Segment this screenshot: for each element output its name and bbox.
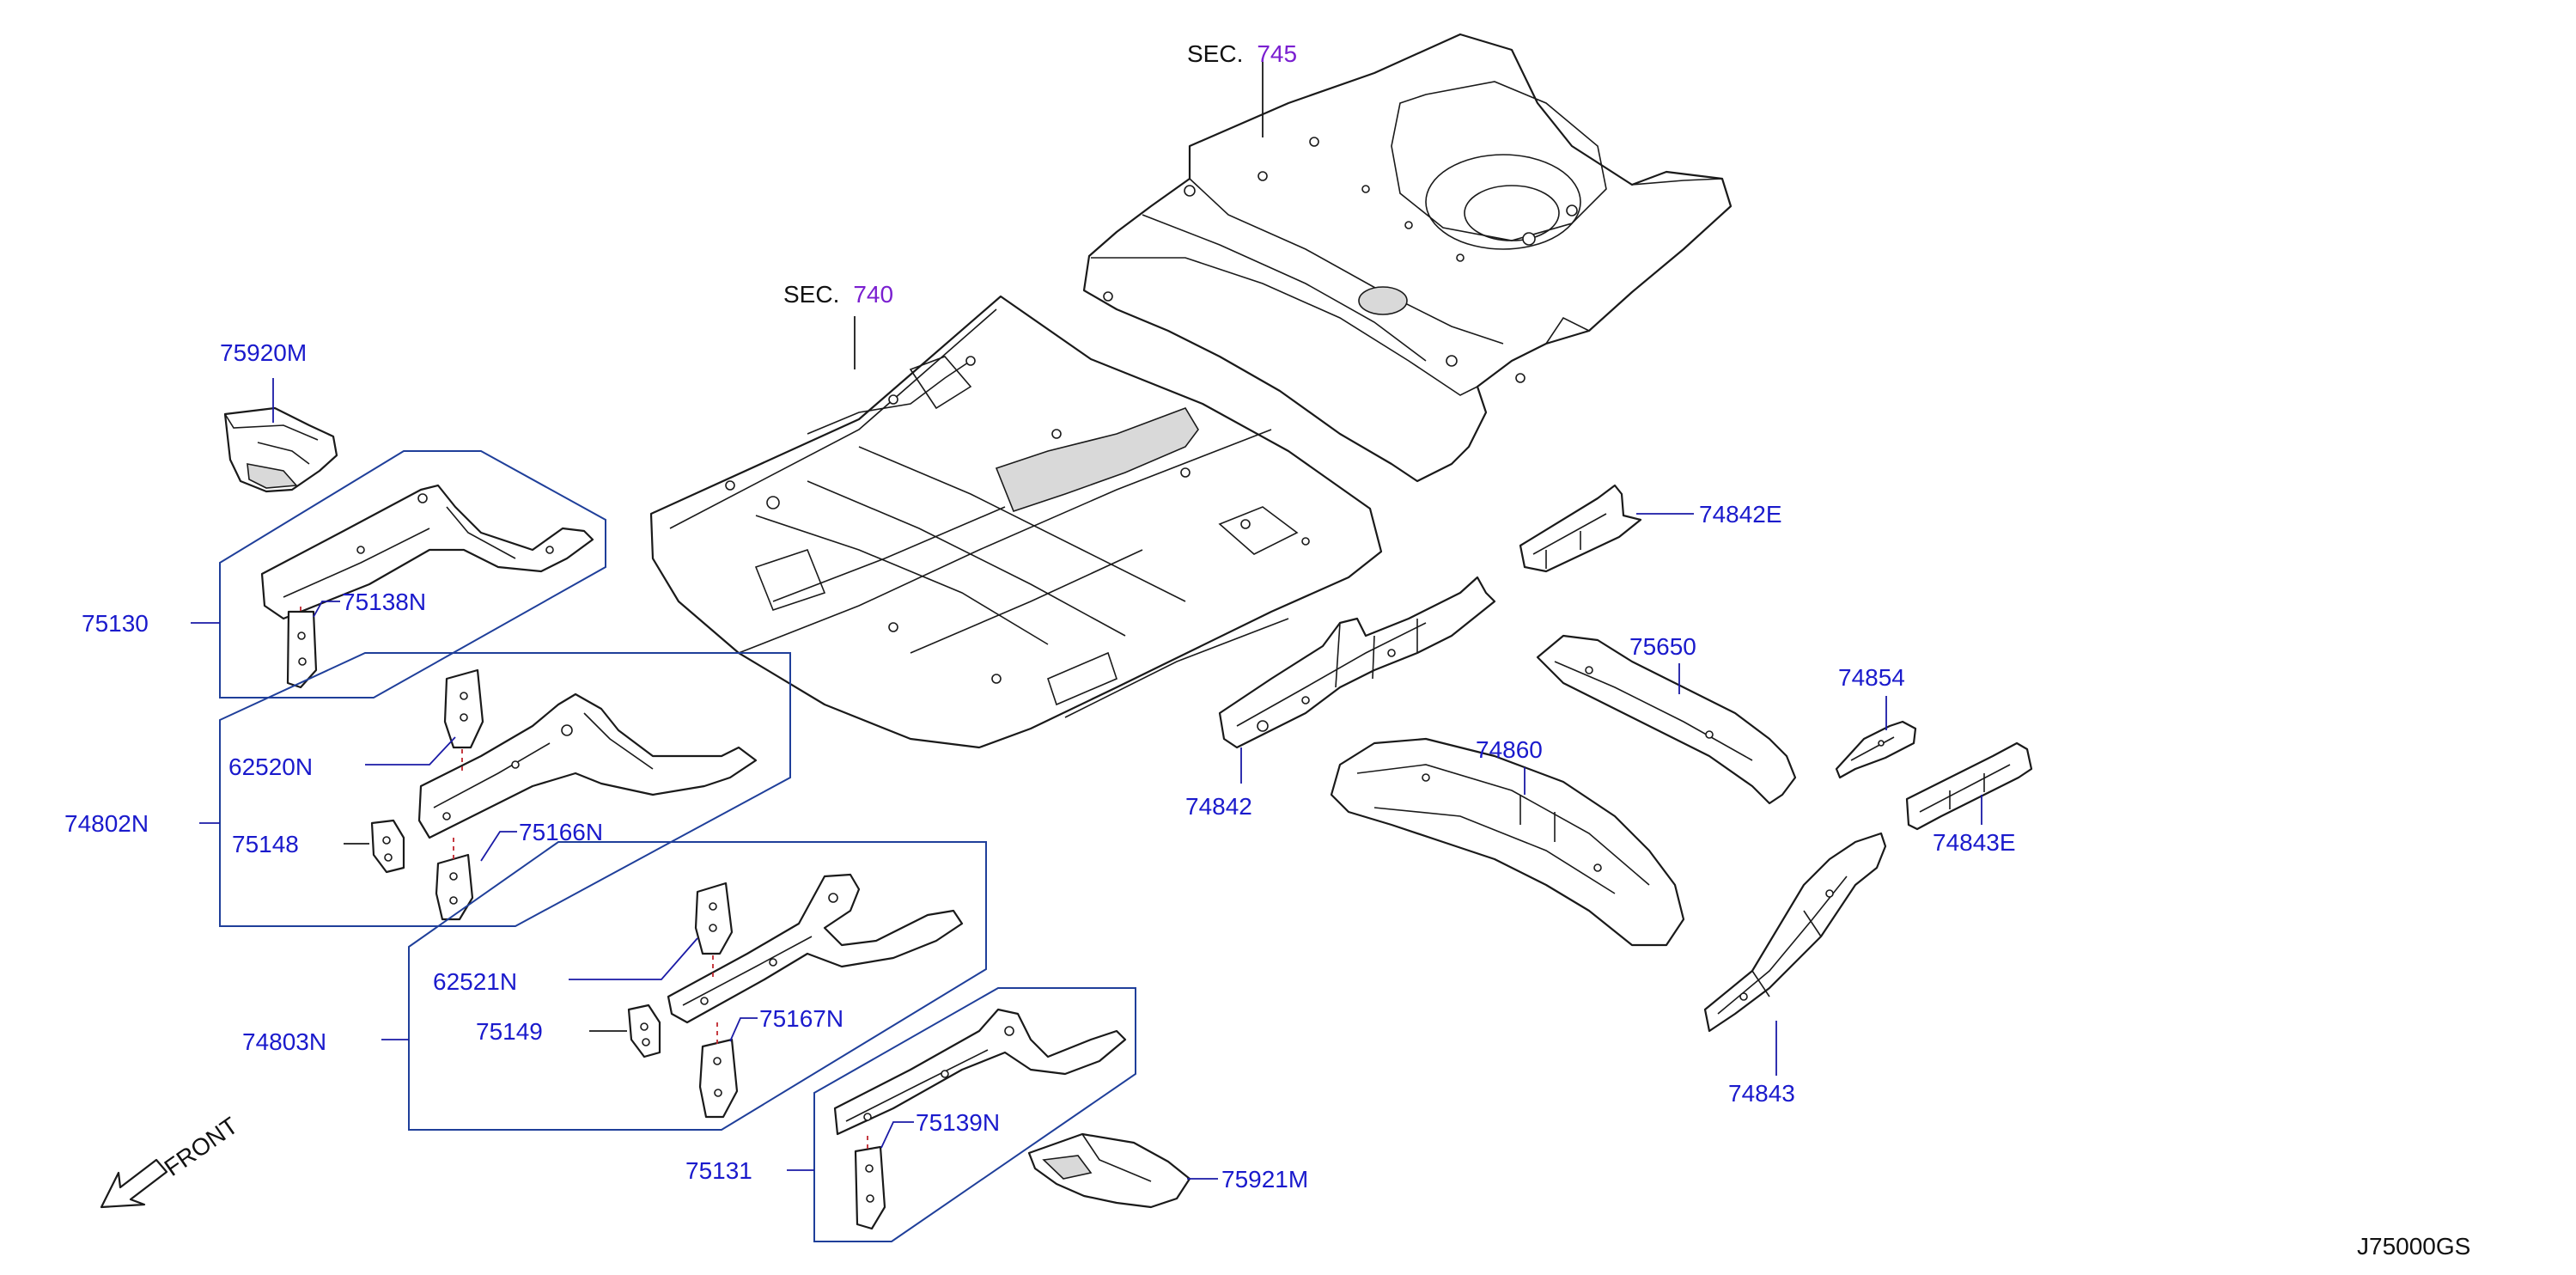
leader-62520N	[365, 736, 456, 766]
front-floor-panel	[649, 295, 1383, 749]
label-74843: 74843	[1728, 1080, 1795, 1107]
part-74842E	[1519, 484, 1642, 573]
part-75166N	[435, 853, 474, 921]
part-62521N	[694, 882, 734, 955]
label-75149: 75149	[476, 1018, 543, 1045]
part-75920M	[223, 406, 338, 493]
group-box-75130	[219, 450, 606, 699]
part-62520N	[443, 668, 484, 749]
part-75139N	[854, 1145, 886, 1230]
label-75921M: 75921M	[1221, 1166, 1308, 1193]
part-75650	[1536, 634, 1797, 805]
label-75130: 75130	[82, 610, 149, 637]
label-75920M: 75920M	[220, 339, 307, 366]
part-74802N-member	[417, 692, 758, 839]
part-74843E	[1905, 741, 2033, 831]
label-74843E: 74843E	[1933, 829, 2016, 856]
leader-75166N	[480, 831, 517, 862]
part-74854	[1835, 720, 1917, 779]
label-74802N: 74802N	[64, 810, 149, 837]
part-75138N	[286, 610, 318, 689]
front-direction-label: FRONT	[160, 1112, 243, 1181]
rear-floor-panel	[1082, 33, 1733, 483]
part-75167N	[698, 1038, 739, 1119]
label-75166N: 75166N	[519, 819, 603, 845]
part-75130-member	[260, 484, 594, 620]
front-arrow-icon	[100, 1158, 168, 1209]
group-box-75131	[813, 987, 1136, 1242]
part-74803N-member	[667, 873, 964, 1024]
label-74842E: 74842E	[1699, 501, 1782, 528]
label-62520N: 62520N	[228, 753, 313, 780]
leader-75139N	[880, 1121, 914, 1149]
part-75921M	[1027, 1132, 1191, 1209]
diagram-code: J75000GS	[2357, 1233, 2470, 1260]
sec-740-ref: SEC. 740	[783, 281, 893, 308]
label-74803N: 74803N	[242, 1028, 326, 1055]
group-box-74803N	[408, 841, 987, 1131]
part-74843	[1703, 832, 1887, 1033]
part-74860	[1330, 737, 1685, 947]
leader-75167N	[729, 1017, 758, 1042]
leader-75138N	[313, 601, 340, 618]
group-box-74802N	[219, 652, 791, 927]
part-75131-member	[833, 1008, 1127, 1136]
part-75149	[627, 1004, 661, 1058]
label-75148: 75148	[232, 831, 299, 857]
label-75131: 75131	[685, 1157, 752, 1184]
label-74842: 74842	[1185, 793, 1252, 820]
label-75139N: 75139N	[916, 1109, 1000, 1136]
sec-745-ref: SEC. 745	[1187, 40, 1297, 67]
label-75138N: 75138N	[342, 589, 426, 615]
label-74860: 74860	[1476, 736, 1543, 763]
part-75148	[370, 819, 405, 874]
label-62521N: 62521N	[433, 968, 517, 995]
part-74842	[1218, 576, 1496, 749]
label-75650: 75650	[1629, 633, 1696, 660]
label-75167N: 75167N	[759, 1005, 843, 1032]
label-74854: 74854	[1838, 664, 1905, 691]
leader-62521N	[569, 937, 698, 980]
